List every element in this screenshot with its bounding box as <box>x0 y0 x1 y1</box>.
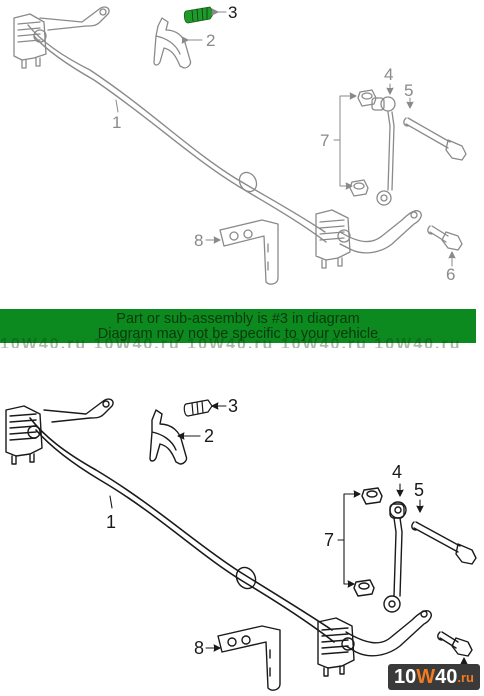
bottom-stabilizer-bar <box>29 398 433 657</box>
bottom-bolt-short <box>437 631 473 657</box>
top-callouts: 1 2 3 4 5 6 7 8 <box>112 3 455 284</box>
logo-prefix: 10 <box>393 665 417 688</box>
top-callout-8: 8 <box>194 231 203 250</box>
top-leader-lines <box>115 8 456 267</box>
top-callout-4: 4 <box>384 65 393 84</box>
logo-domain: .ru <box>457 669 474 685</box>
bottom-callout-4: 4 <box>392 462 402 482</box>
top-bushing-clamp <box>153 17 192 69</box>
notice-line-1: Part or sub-assembly is #3 in diagram <box>116 311 360 327</box>
logo-suffix: 40 <box>435 665 458 688</box>
bottom-callout-3: 3 <box>228 396 238 416</box>
bottom-mount-bracket <box>217 625 281 691</box>
bottom-bushing-clamp <box>149 409 188 465</box>
bottom-callout-1: 1 <box>106 512 116 532</box>
top-stabilizer-bar <box>27 6 422 254</box>
top-mount-bracket <box>219 219 279 285</box>
top-nut-upper <box>357 89 377 107</box>
bottom-stabilizer-link <box>383 501 407 613</box>
top-callout-5: 5 <box>404 81 413 100</box>
watermark-strip: 10W40.ru 10W40.ru 10W40.ru 10W40.ru 10W4… <box>0 336 462 348</box>
bottom-callout-7: 7 <box>324 530 334 550</box>
top-callout-1: 1 <box>112 113 121 132</box>
bottom-nut-upper <box>361 487 383 505</box>
bottom-leader-lines <box>109 402 468 673</box>
bottom-left-bushing-bracket <box>5 405 43 465</box>
top-left-bushing-bracket <box>13 13 47 69</box>
top-part-3-highlighted <box>183 6 215 24</box>
top-callout-6: 6 <box>446 265 455 284</box>
top-stabilizer-link <box>371 96 396 206</box>
bottom-callouts: 1 2 3 4 5 6 7 8 <box>106 396 468 694</box>
bottom-bolt-long <box>411 521 477 565</box>
notice-banner: Part or sub-assembly is #3 in diagram Di… <box>0 309 476 343</box>
top-bolt-long <box>403 117 467 161</box>
bottom-part-3-stud <box>183 399 213 417</box>
top-nut-lower <box>349 179 369 197</box>
bottom-callout-8: 8 <box>194 638 204 658</box>
bottom-right-bushing-bracket <box>317 617 355 677</box>
top-callout-3: 3 <box>228 3 237 22</box>
top-callout-7: 7 <box>320 131 329 150</box>
top-diagram <box>13 6 467 285</box>
notice-line-2: Diagram may not be specific to your vehi… <box>97 326 379 342</box>
bottom-callout-5: 5 <box>414 480 424 500</box>
bottom-diagram <box>5 398 477 691</box>
bottom-nut-lower <box>353 579 375 597</box>
logo-highlight: W <box>416 665 436 688</box>
top-bolt-short <box>427 225 463 251</box>
bottom-callout-2: 2 <box>204 426 214 446</box>
top-callout-2: 2 <box>206 31 215 50</box>
top-right-bushing-bracket <box>315 209 351 269</box>
